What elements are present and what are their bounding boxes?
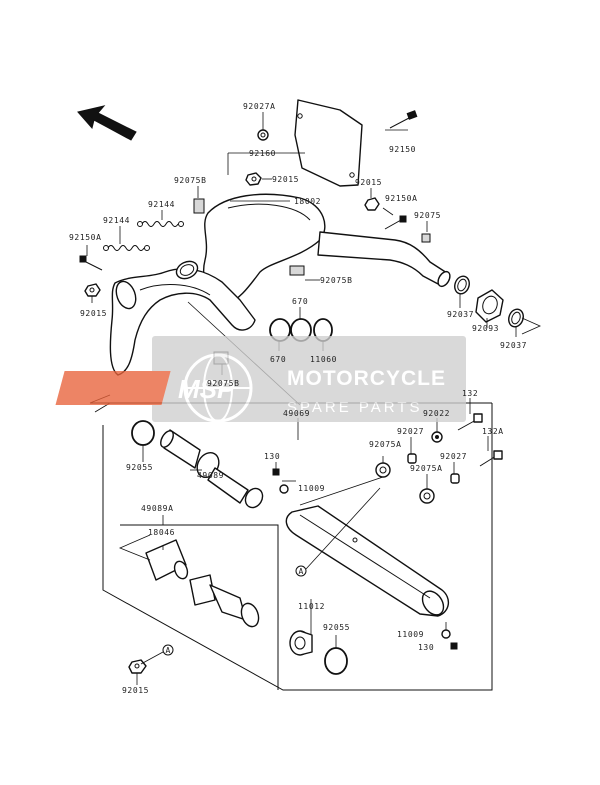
part-label: 49089 [197,471,224,480]
part-label: 49069 [283,409,310,418]
washer-right-part [364,197,380,211]
watermark-logo [55,371,171,405]
watermark-line2: SPARE PARTS [287,399,423,416]
part-label: 11060 [310,355,337,364]
watermark: MSP MOTORCYCLE SPARE PARTS [55,336,466,423]
spark-arrestor-part [145,539,260,628]
part-label: 130 [264,452,280,461]
clamp-left-part [454,275,470,295]
callout-marker: A [295,565,307,577]
leader-lines [86,112,541,685]
bolt-left-part [79,255,103,271]
callout-marker: A [162,644,174,656]
part-label: 92037 [500,341,527,350]
screw-part [450,642,458,650]
screw-part [272,468,280,476]
part-label: 92144 [148,200,175,209]
part-label: 92027 [440,452,467,461]
svg-text:A: A [299,567,304,576]
bolt-right-part [384,215,407,230]
part-label: 92144 [103,216,130,225]
part-label: 11012 [298,602,325,611]
part-label: 132A [482,427,504,436]
damper-a-part [419,488,435,504]
assembly-frame-outer [102,403,493,691]
rubber-damper-part [193,198,205,214]
part-label: 92150 [389,145,416,154]
svg-text:A: A [166,646,171,655]
part-label: 92075A [369,440,402,449]
part-label: 92150A [385,194,418,203]
part-label: 92055 [126,463,153,472]
part-label: 92027 [397,427,424,436]
rubber-sleeve-part [475,289,504,323]
bracket-mid-part [289,265,305,276]
exhaust-pipe-part [203,193,451,306]
part-label: 92022 [423,409,450,418]
gasket-lower-part [324,647,348,675]
silencer-part [285,505,449,617]
spring-upper-part [137,221,184,227]
part-label: 92015 [272,175,299,184]
exhaust-header-part [109,260,256,376]
gasket-left-part [131,420,155,446]
washer-part [257,129,269,141]
part-label: 92015 [122,686,149,695]
bolt-part [389,110,418,129]
part-label: 49089A [141,504,174,513]
part-label: 18046 [148,528,175,537]
heat-shield-plate [294,99,363,187]
part-label: 92093 [472,324,499,333]
part-label: 92075B [207,379,240,388]
part-label: 92015 [355,178,382,187]
part-label: 92075B [320,276,353,285]
washer-part [279,484,289,494]
collar-part [450,473,460,484]
part-label: 92075 [414,211,441,220]
part-labels: 92027A 92160 92150 92075B 92015 18002 92… [69,102,527,695]
spring-lower-part [103,245,150,251]
part-label: 132 [462,389,478,398]
end-cap-part [289,630,313,656]
nut-part [245,172,262,186]
nut-left-part [84,283,101,297]
watermark-line1: MOTORCYCLE [287,367,446,390]
clamp-right-part [508,308,524,328]
inner-pipe-part [160,429,264,509]
bolt-132-part [457,413,483,431]
part-label: 92015 [80,309,107,318]
part-label: 11009 [397,630,424,639]
part-label: 92075A [410,464,443,473]
part-label: 92037 [447,310,474,319]
part-label: 92160 [249,149,276,158]
assembly-frame-inner [120,524,279,690]
part-label: 92150A [69,233,102,242]
part-label: 18002 [294,197,321,206]
nut-bottom-part [128,659,147,674]
part-label: 92075B [174,176,207,185]
watermark-logo-text: MSP [178,374,235,404]
collar-part [407,453,417,464]
part-label: 670 [270,355,286,364]
damper-right-part [421,233,431,243]
part-label: 130 [418,643,434,652]
part-label: 92055 [323,623,350,632]
bolt-132a-part [479,450,503,467]
part-label: 92027A [243,102,276,111]
part-label: 670 [292,297,308,306]
part-label: 11009 [298,484,325,493]
direction-arrow-icon [77,105,137,141]
washer-part [441,629,451,639]
damper-a-part [375,462,391,478]
